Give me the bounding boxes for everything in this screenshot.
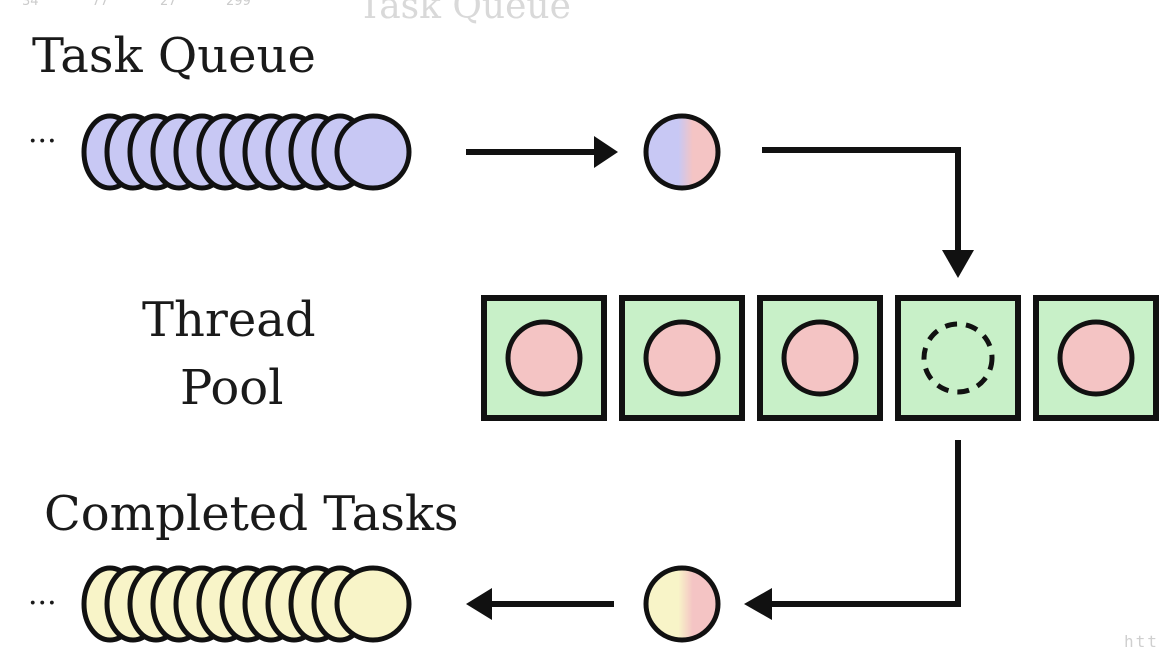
running-task	[505, 319, 583, 397]
thread-slot	[895, 295, 1021, 421]
arrow-into-pool	[762, 147, 961, 252]
arrowhead-icon	[942, 250, 974, 278]
faded-number: 27	[160, 0, 177, 9]
faded-number: 77	[92, 0, 109, 9]
faded-title: Task Queue	[358, 0, 571, 27]
queued-task	[334, 113, 412, 191]
task-queue-label: Task Queue	[32, 28, 316, 84]
queue-ellipsis: ···	[28, 124, 57, 159]
task-queue-stack	[81, 113, 412, 191]
thread-pool-label-line2: Pool	[180, 360, 284, 416]
thread-pool-label-line1: Thread	[142, 292, 316, 348]
faded-number: 34	[22, 0, 39, 9]
completed-task	[334, 565, 412, 643]
idle-thread-placeholder	[921, 321, 995, 395]
watermark: htt	[1124, 632, 1159, 651]
thread-pool-slots	[481, 295, 1159, 421]
dispatched-task	[643, 113, 721, 191]
faded-number: 299	[226, 0, 251, 9]
arrowhead-icon	[744, 588, 772, 620]
running-task	[643, 319, 721, 397]
completed-tasks-stack	[81, 565, 412, 643]
arrowhead-icon	[594, 136, 618, 168]
arrow-out-of-pool	[770, 440, 961, 607]
arrowhead-icon	[466, 588, 492, 620]
running-task	[1057, 319, 1135, 397]
running-task	[781, 319, 859, 397]
completed-tasks-label: Completed Tasks	[44, 486, 459, 542]
finished-task	[643, 565, 721, 643]
completed-ellipsis: ···	[28, 586, 57, 621]
